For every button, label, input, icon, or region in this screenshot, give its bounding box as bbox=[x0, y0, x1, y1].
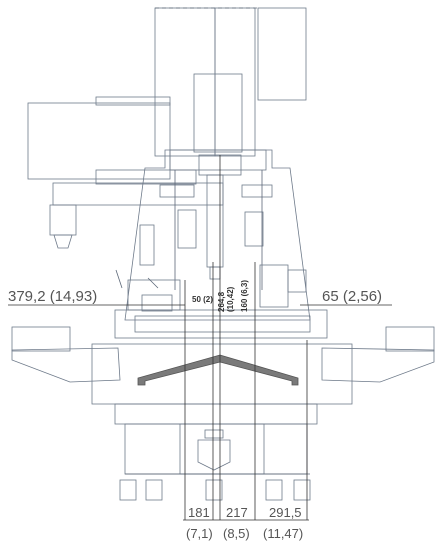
dim-left-height: 379,2 (14,93) bbox=[8, 288, 97, 305]
dim-bottom-2-inch: (8,5) bbox=[223, 526, 250, 541]
worktable bbox=[114, 264, 328, 339]
dim-right-height: 65 (2,56) bbox=[322, 288, 382, 305]
dim-inner-b: 264,8 bbox=[217, 291, 226, 312]
dim-inner-b2: (10,42) bbox=[226, 286, 235, 312]
dim-bottom-3-inch: (11,47) bbox=[263, 526, 303, 541]
dim-bottom-1: 181 bbox=[188, 505, 210, 520]
dim-bottom-1-inch: (7,1) bbox=[186, 526, 213, 541]
dim-inner-c: 160 (6,3) bbox=[240, 280, 249, 312]
dimension-lines bbox=[8, 155, 392, 521]
side-wings bbox=[11, 326, 435, 383]
spindle-head bbox=[124, 149, 311, 321]
dim-inner-a: 50 (2) bbox=[192, 295, 213, 304]
dim-bottom-2: 217 bbox=[226, 505, 248, 520]
chip-guard bbox=[137, 354, 299, 386]
machine-base bbox=[91, 343, 353, 501]
dim-bottom-3: 291,5 bbox=[269, 505, 302, 520]
column bbox=[154, 7, 307, 157]
